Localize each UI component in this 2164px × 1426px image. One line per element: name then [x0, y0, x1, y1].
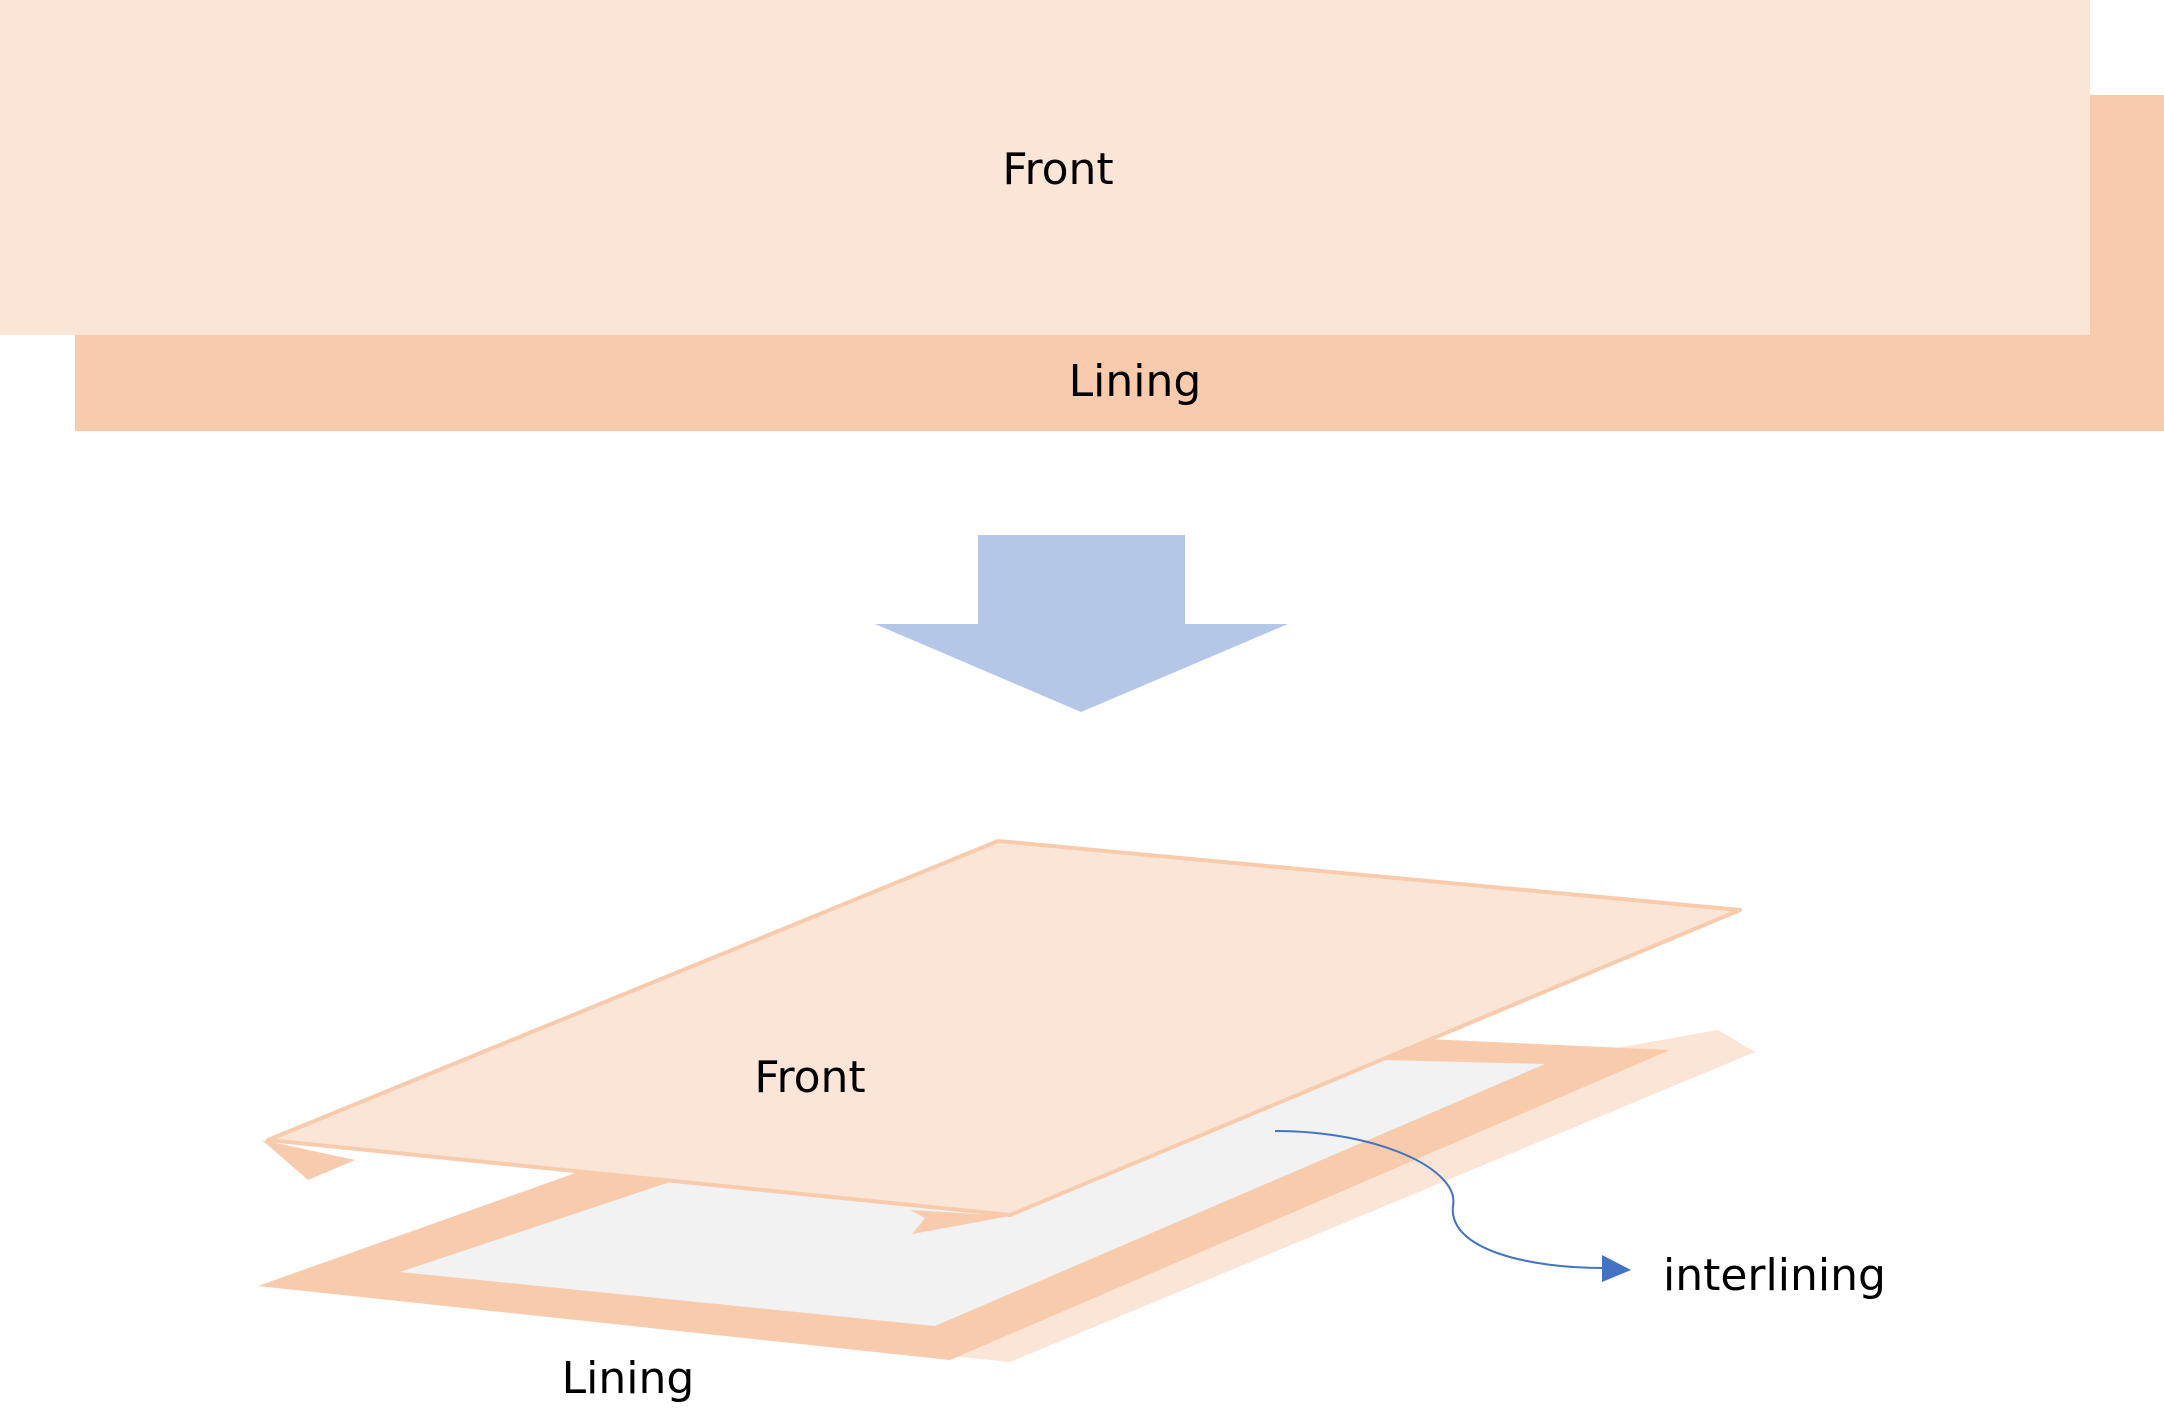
interlining-label: interlining — [1663, 1250, 1886, 1301]
flat-front-label: Front — [1002, 144, 1113, 195]
layered-lining-label: Lining — [562, 1353, 695, 1404]
front-layer — [266, 839, 1742, 1217]
front-fold-bottom — [910, 1210, 1010, 1234]
layered-front-label: Front — [754, 1052, 865, 1103]
flat-view: Front Lining — [0, 0, 2164, 431]
down-arrow-icon — [875, 535, 1288, 712]
interlining-callout-line — [1274, 1130, 1603, 1269]
flat-lining-label: Lining — [1069, 356, 1202, 407]
layered-view: Front interlining Lining — [258, 839, 1886, 1404]
front-fold-left — [262, 1140, 355, 1180]
callout-arrowhead-icon — [1602, 1255, 1631, 1282]
flat-front-panel — [0, 0, 2090, 335]
